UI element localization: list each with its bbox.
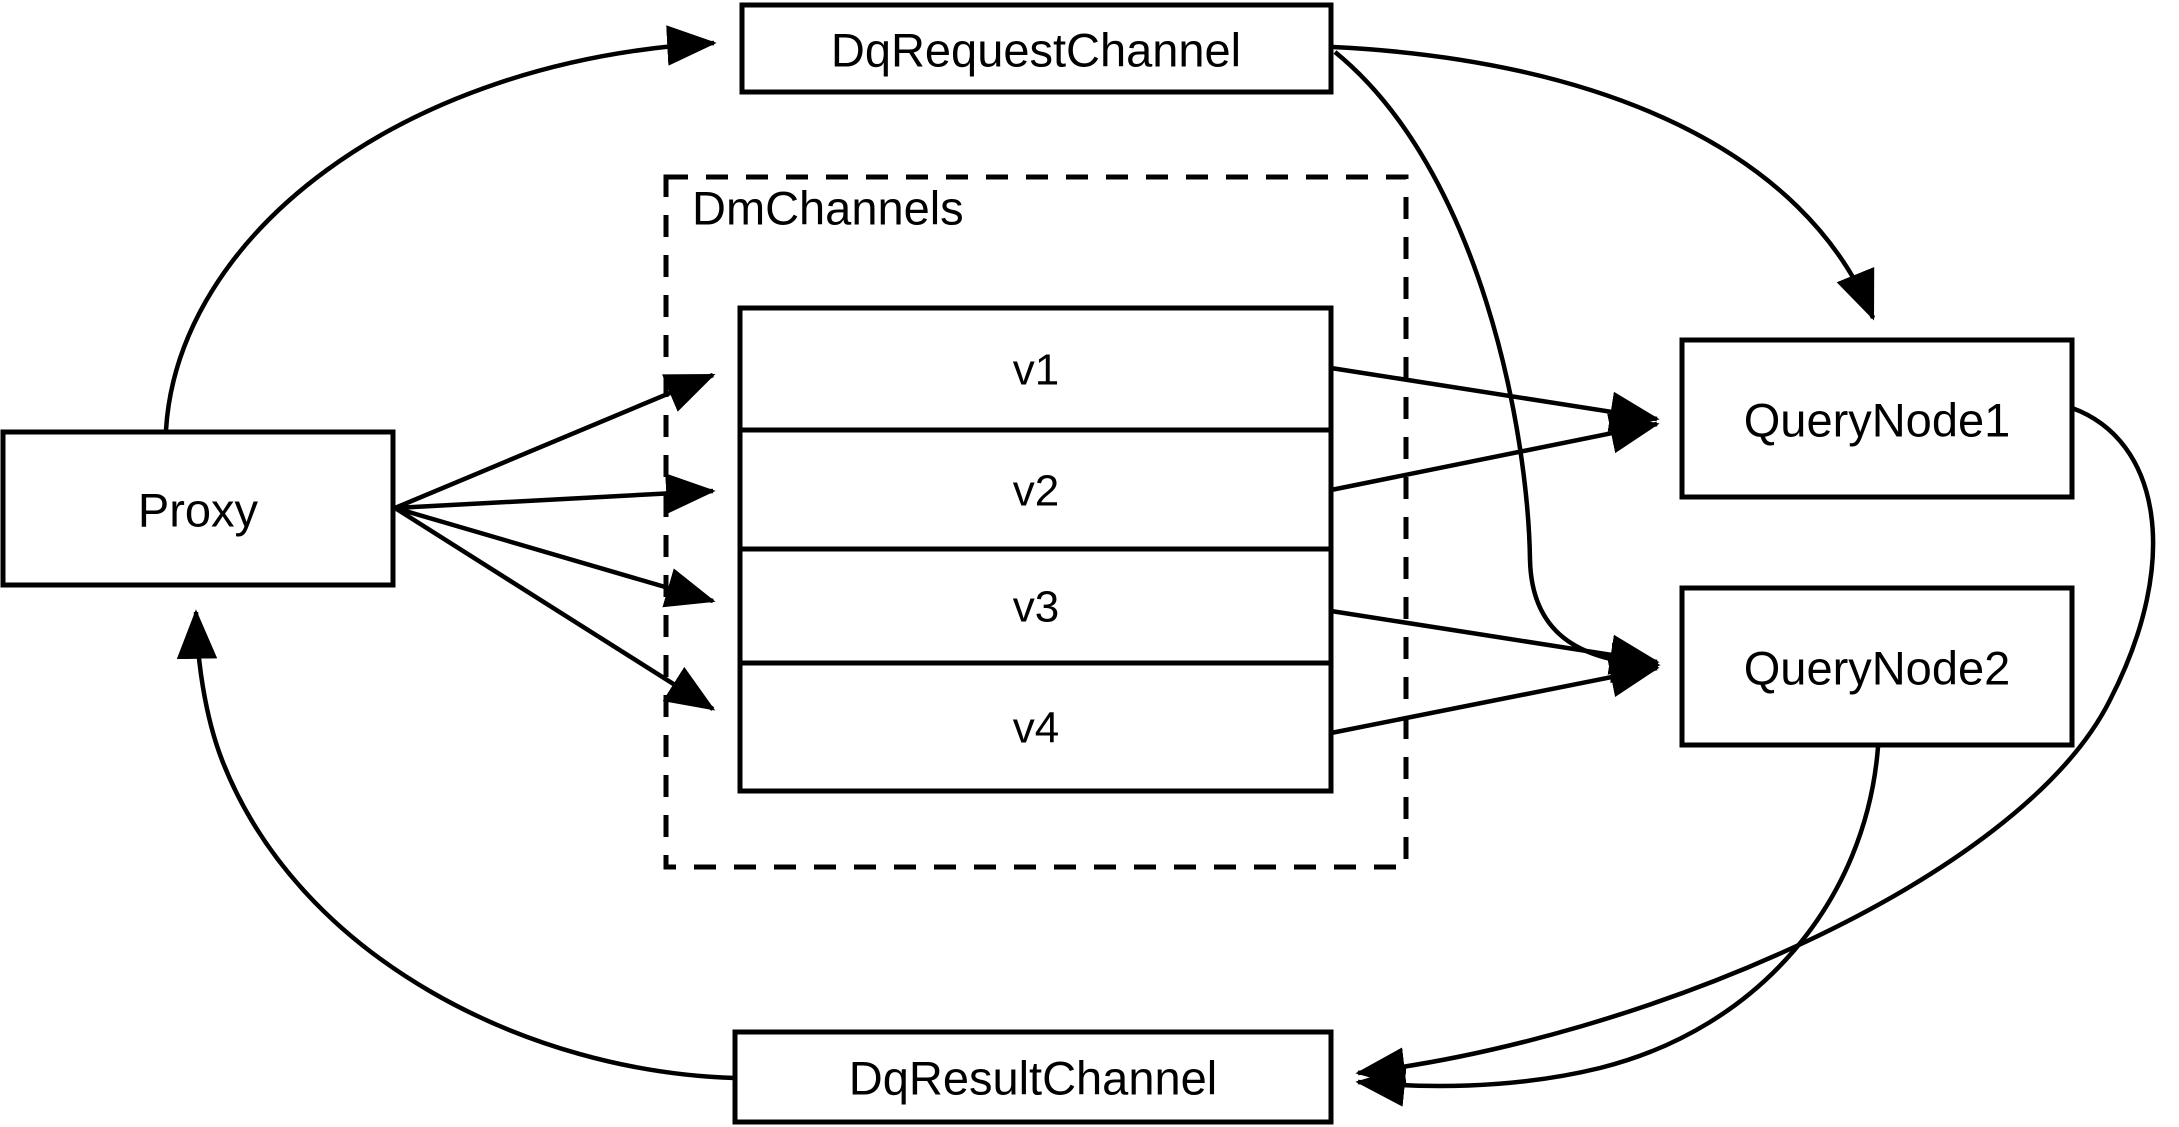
- querynode1-label: QueryNode1: [1744, 394, 2011, 447]
- edge-dqresultchannel-to-proxy: [176, 609, 736, 1081]
- edge-dqrequestchannel-to-querynode1: [1332, 44, 1876, 321]
- edge-proxy-to-v2: [394, 473, 716, 514]
- edge-proxy-to-dqrequestchannel: [163, 25, 717, 431]
- edge-v2-to-querynode1: [1330, 413, 1660, 493]
- channel-label-v1: v1: [1013, 346, 1059, 395]
- edge-querynode2-to-dqresultchannel: [1355, 746, 1881, 1107]
- dqresultchannel-label: DqResultChannel: [849, 1052, 1217, 1105]
- edge-dqrequestchannel-to-querynode2: [1333, 50, 1661, 684]
- proxy-box[interactable]: [0, 429, 396, 588]
- channel-label-v4: v4: [1013, 704, 1059, 753]
- channel-label-v2: v2: [1013, 467, 1059, 516]
- dqrequestchannel-box[interactable]: [739, 2, 1334, 95]
- querynode2-label: QueryNode2: [1744, 642, 2011, 695]
- edge-v1-to-querynode1: [1330, 365, 1660, 432]
- proxy-label: Proxy: [138, 484, 259, 537]
- edge-proxy-to-v1: [394, 372, 716, 511]
- dm-channels-group-box: [663, 174, 1409, 870]
- dqrequestchannel-label: DqRequestChannel: [831, 24, 1241, 77]
- channel-label-v3: v3: [1013, 583, 1059, 632]
- edge-v3-to-querynode2: [1330, 608, 1660, 675]
- dm-channels-group-label: DmChannels: [692, 182, 964, 235]
- dqresultchannel-box[interactable]: [732, 1029, 1334, 1125]
- edge-v4-to-querynode2: [1330, 657, 1660, 736]
- querynode1-box[interactable]: [1679, 337, 2075, 500]
- edge-querynode1-to-dqresultchannel: [1355, 405, 2156, 1088]
- edge-proxy-to-v3: [394, 505, 716, 608]
- edge-proxy-to-v4: [393, 506, 716, 711]
- querynode2-box[interactable]: [1679, 585, 2075, 748]
